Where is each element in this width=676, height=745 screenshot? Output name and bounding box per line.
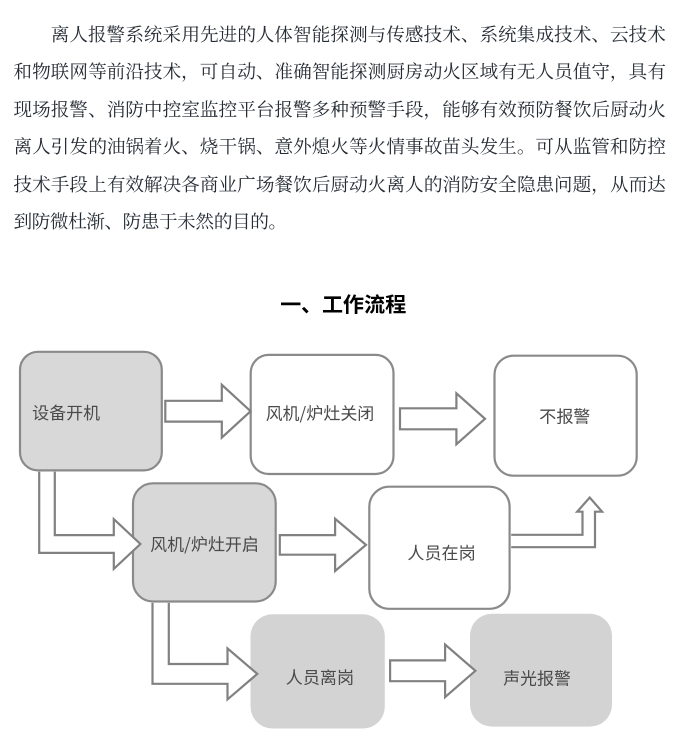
svg-text:声光报警: 声光报警: [503, 665, 571, 690]
svg-text:设备开机: 设备开机: [32, 399, 100, 424]
svg-text:人员离岗: 人员离岗: [286, 664, 354, 689]
svg-text:不报警: 不报警: [539, 402, 590, 427]
svg-text:人员在岗: 人员在岗: [408, 539, 476, 564]
svg-text:风机/炉灶开启: 风机/炉灶开启: [150, 530, 259, 555]
svg-text:风机/炉灶关闭: 风机/炉灶关闭: [266, 400, 375, 425]
